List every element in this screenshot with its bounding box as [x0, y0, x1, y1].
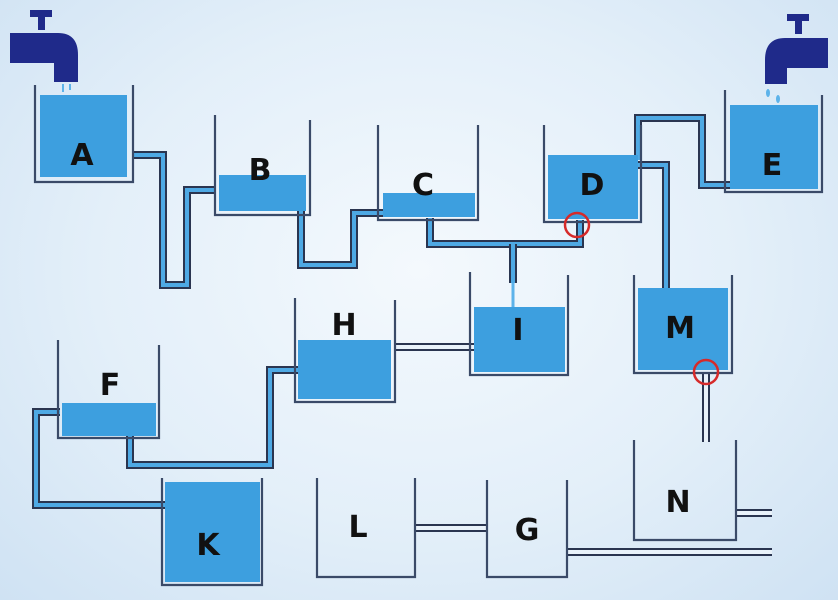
container-i: I — [468, 272, 570, 377]
pipe-d-m — [638, 161, 670, 288]
blocked-point-m-icon — [692, 358, 720, 386]
containers: A B C D E F H — [33, 85, 824, 587]
container-m: M — [632, 275, 734, 375]
container-g: G — [485, 480, 569, 579]
label-g: G — [515, 513, 540, 548]
container-h: H — [293, 298, 397, 404]
water-k — [165, 482, 260, 582]
container-f: F — [56, 340, 161, 440]
label-m: M — [665, 311, 695, 346]
water-m — [638, 288, 728, 370]
label-c: C — [412, 168, 434, 203]
label-k: K — [196, 528, 221, 563]
water-e — [730, 105, 818, 189]
label-d: D — [580, 168, 605, 203]
water-b — [219, 175, 306, 211]
label-n: N — [665, 485, 690, 520]
label-f: F — [100, 368, 121, 403]
water-c — [383, 193, 475, 217]
label-l: L — [348, 510, 367, 545]
pipe-b-c — [297, 209, 383, 269]
container-n: N — [632, 440, 738, 542]
label-a: A — [70, 138, 94, 173]
pipe-c-d-i — [426, 218, 584, 310]
pipe-f-h — [126, 366, 298, 469]
pipe-a-b — [133, 151, 216, 289]
water-h — [298, 340, 391, 399]
blocked-point-d-icon — [563, 211, 591, 239]
container-k: K — [160, 478, 264, 587]
container-e: E — [723, 90, 824, 194]
container-l: L — [315, 478, 417, 579]
container-d: D — [542, 125, 643, 224]
water-i — [474, 307, 565, 372]
faucet-right-icon — [765, 14, 828, 103]
water-d — [548, 155, 638, 219]
water-f — [62, 403, 156, 436]
label-h: H — [331, 308, 356, 343]
container-a: A — [33, 85, 135, 184]
water-a — [40, 95, 127, 177]
label-i: I — [512, 313, 523, 348]
pipe-d-e — [634, 114, 730, 189]
pipes — [32, 114, 772, 556]
container-b: B — [213, 115, 312, 217]
label-e: E — [762, 148, 783, 183]
container-c: C — [376, 125, 480, 222]
faucet-left-icon — [10, 10, 78, 92]
pipe-f-k — [32, 408, 165, 509]
label-b: B — [249, 153, 272, 188]
